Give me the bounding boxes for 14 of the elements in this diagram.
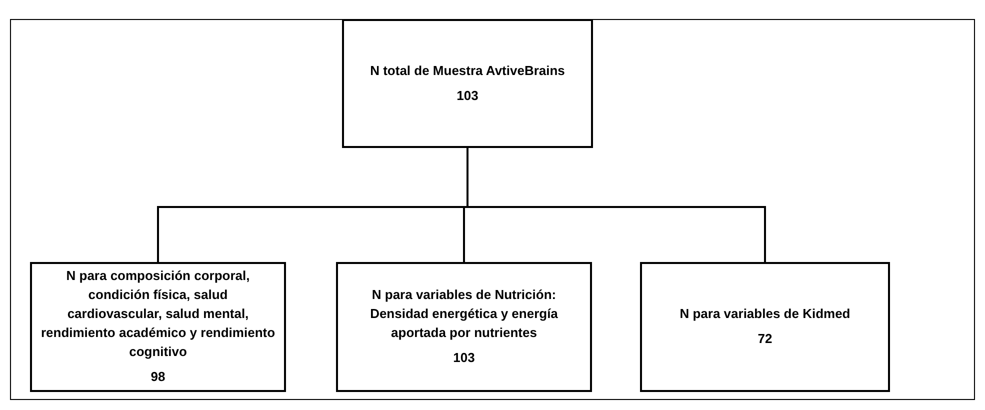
box-title: N para variables de Nutrición: Densidad energética y energía aportada por nutrientes bbox=[369, 286, 559, 342]
count-value: 103 bbox=[453, 348, 475, 367]
frame-box bbox=[10, 19, 975, 400]
connector-line bbox=[466, 148, 766, 262]
count-value: 72 bbox=[758, 330, 772, 348]
process-box bbox=[30, 262, 286, 392]
box-title: N para composición corporal, condición física, salud cardiovascular, salud mental, rendimiento académico y rendimiento cognitivo bbox=[40, 267, 276, 361]
box-title: N para variables de Kidmed bbox=[680, 305, 850, 324]
box-title: N total de Muestra AvtiveBrains bbox=[370, 62, 565, 80]
process-box bbox=[342, 19, 593, 148]
count-value: 98 bbox=[150, 368, 166, 386]
process-box bbox=[336, 262, 592, 392]
count-value: 103 bbox=[456, 86, 478, 104]
process-box bbox=[640, 262, 890, 392]
